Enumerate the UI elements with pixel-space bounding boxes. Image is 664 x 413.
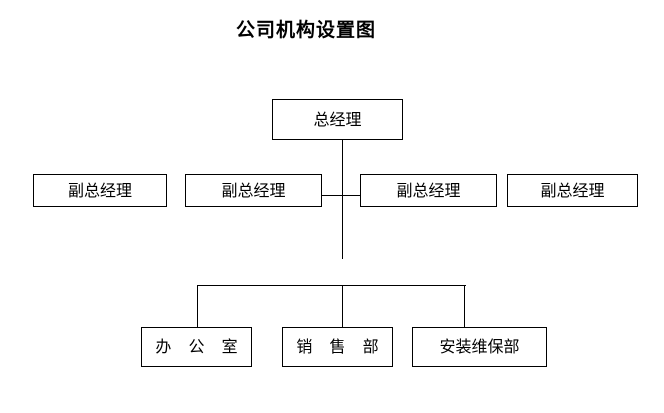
node-department-office[interactable]: 办 公 室 <box>141 327 252 367</box>
connector-gm-spine <box>342 140 344 259</box>
node-department-sales[interactable]: 销 售 部 <box>282 327 393 367</box>
node-deputy-manager-3[interactable]: 副总经理 <box>360 174 497 207</box>
page-title: 公司机构设置图 <box>235 19 376 41</box>
node-general-manager[interactable]: 总经理 <box>272 99 403 140</box>
connector-deputy-crossbar <box>321 195 361 197</box>
connector-drop-sales <box>342 285 344 327</box>
node-department-installation[interactable]: 安装维保部 <box>412 327 547 367</box>
node-deputy-manager-1[interactable]: 副总经理 <box>33 174 167 207</box>
connector-department-bus <box>197 285 466 287</box>
node-deputy-manager-2[interactable]: 副总经理 <box>185 174 322 207</box>
connector-drop-installation <box>464 285 466 327</box>
node-deputy-manager-4[interactable]: 副总经理 <box>507 174 638 207</box>
connector-drop-office <box>197 285 199 327</box>
